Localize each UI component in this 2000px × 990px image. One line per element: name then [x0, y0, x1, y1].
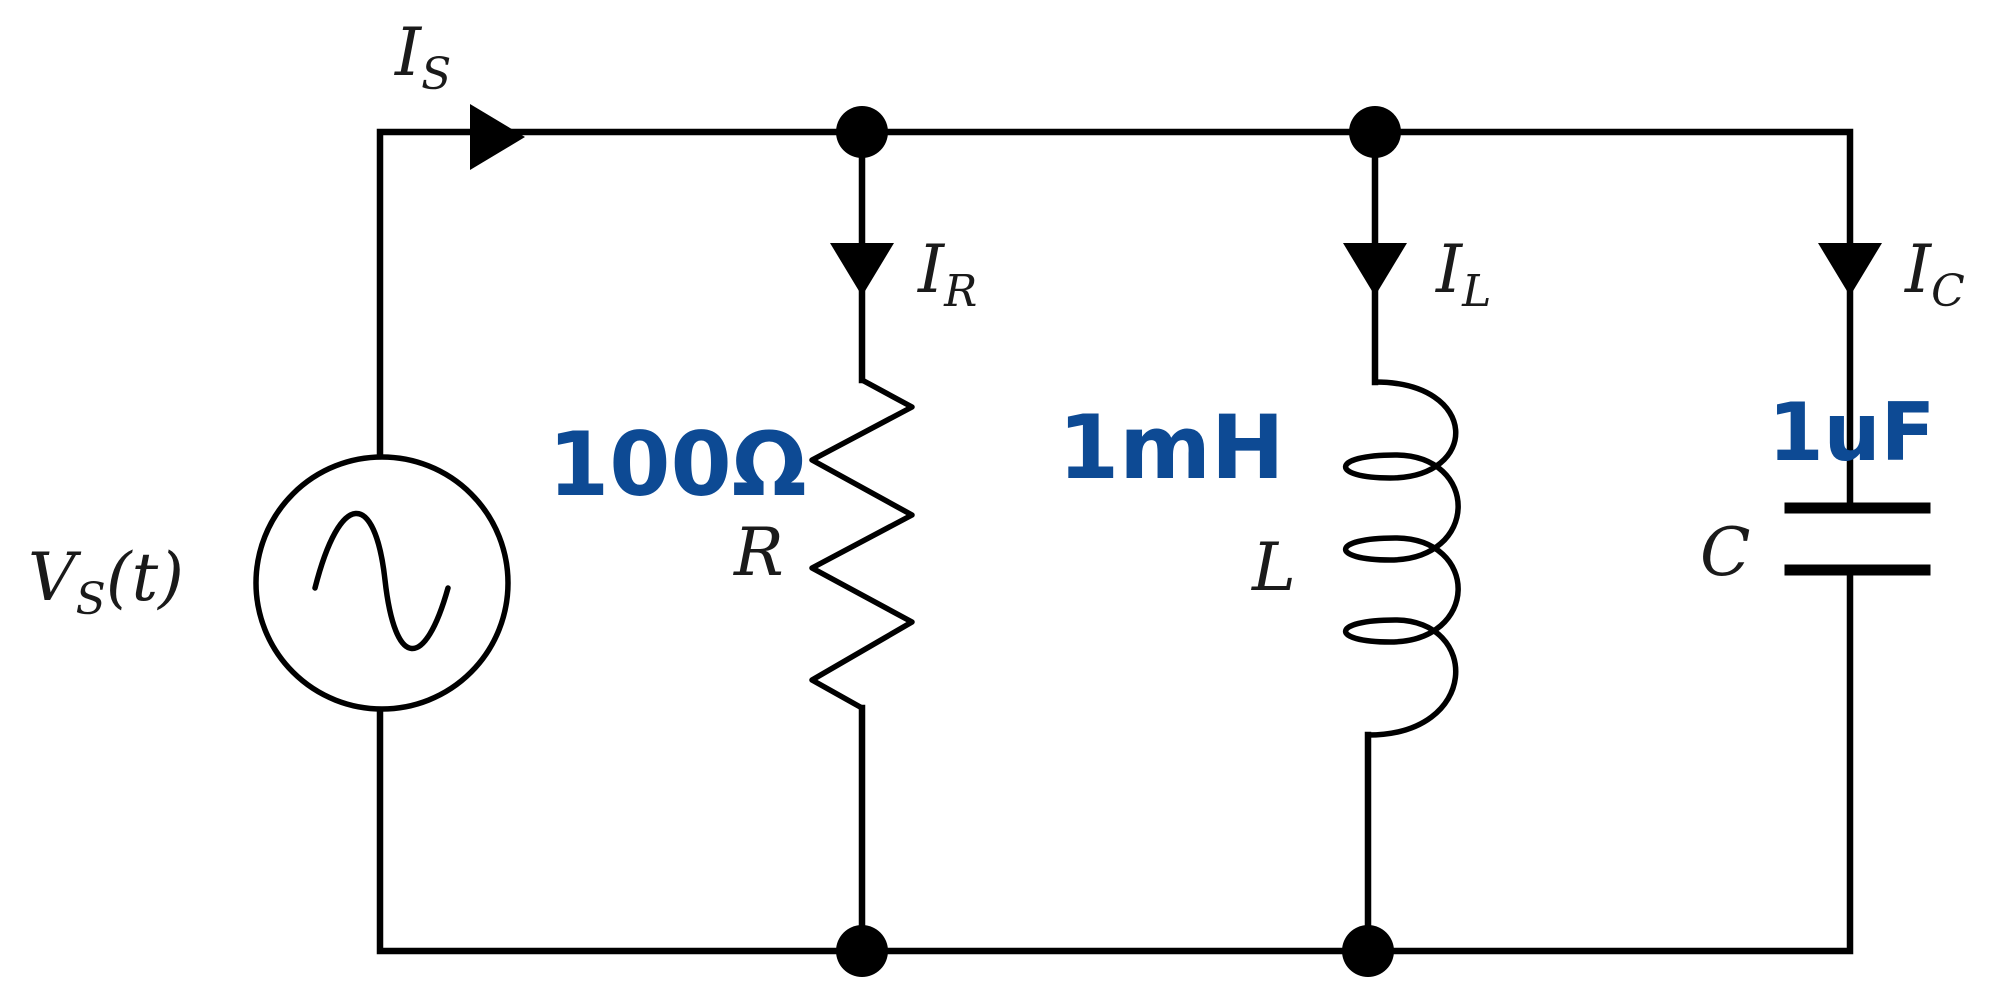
capacitor-current-arrow — [1818, 243, 1882, 296]
capacitor-value-annotation: 1uF — [1768, 386, 1935, 479]
inductor-branch — [1343, 128, 1461, 955]
resistor-current-label: IR — [917, 231, 977, 317]
capacitor-current-label: IC — [1904, 231, 1965, 317]
resistor-branch — [809, 128, 915, 955]
inductor-current-arrow — [1343, 243, 1407, 296]
resistor-current-arrow — [830, 243, 894, 296]
source-current-label: IS — [394, 14, 451, 100]
sine-wave-icon — [312, 510, 451, 652]
capacitor-symbol-label: C — [1700, 514, 1751, 591]
source-voltage-label: VS(t) — [28, 539, 184, 625]
inductor-value-annotation: 1mH — [1058, 396, 1285, 499]
inductor-coil — [1343, 379, 1461, 738]
resistor-symbol-label: R — [733, 514, 784, 591]
top-wire — [376, 128, 1854, 504]
source-current-arrow — [470, 104, 525, 170]
inductor-current-label: IL — [1435, 231, 1491, 317]
inductor-symbol-label: L — [1251, 529, 1296, 606]
ac-voltage-source — [253, 454, 511, 712]
resistor-value-annotation: 100Ω — [548, 413, 807, 516]
bottom-wire — [376, 566, 1854, 955]
capacitor-branch — [1784, 243, 1931, 576]
resistor-zigzag — [809, 377, 915, 711]
